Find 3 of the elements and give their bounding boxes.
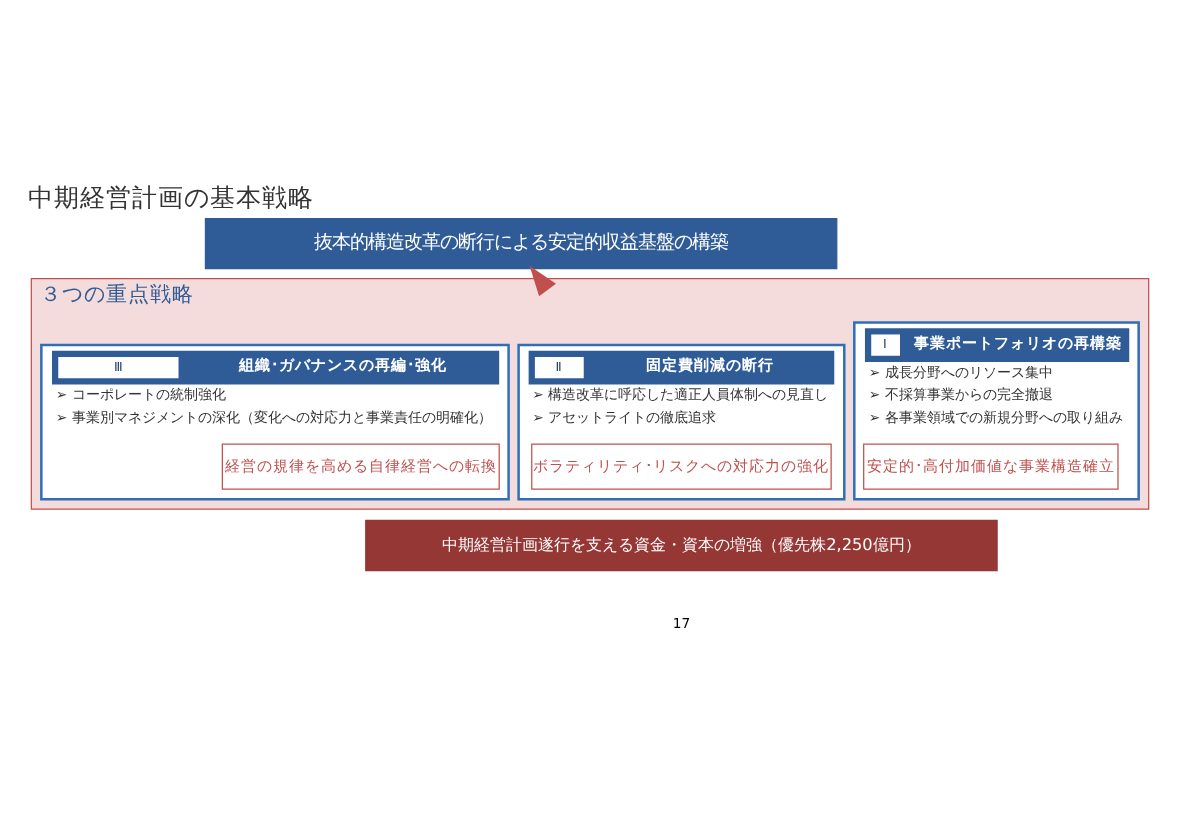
node-box: 抜本的構造改革の断行による安定的収益基盤の構築: [204, 216, 838, 269]
diagram-title: 中期経営計画の基本戦略: [27, 181, 314, 212]
node-box: 中期経営計画遂行を支える資金・資本の増強（優先株2,250億円）: [365, 518, 998, 571]
